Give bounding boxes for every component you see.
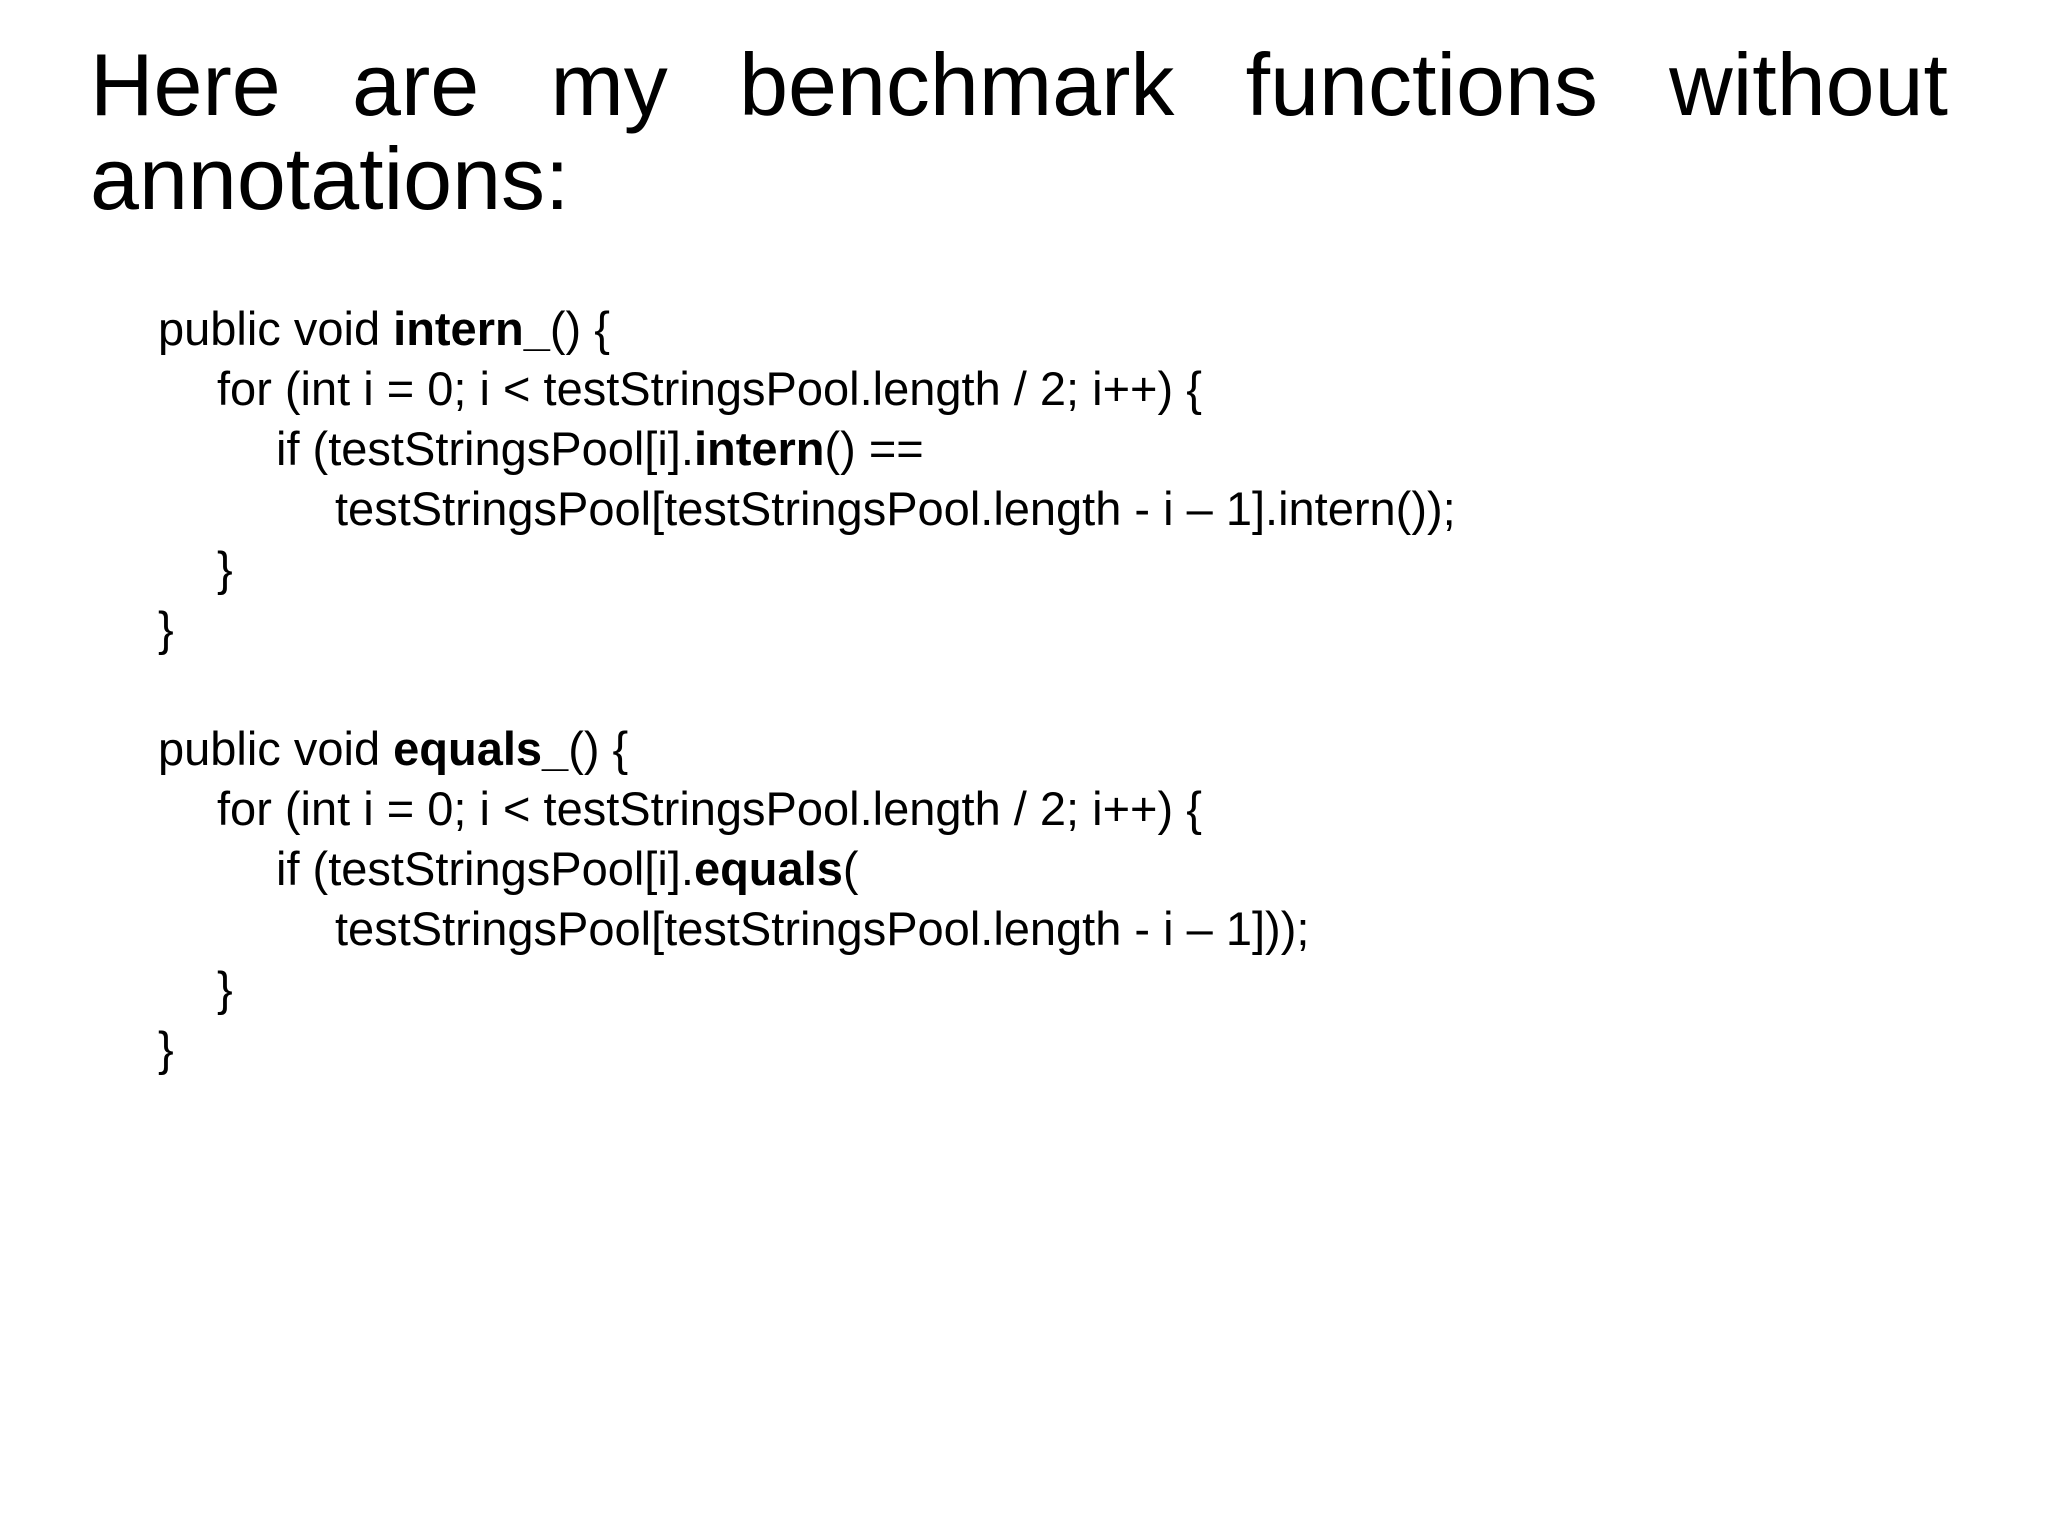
code-segment-bold: intern_ — [393, 302, 550, 355]
code-line: testStringsPool[testStringsPool.length -… — [158, 899, 1456, 959]
code-line: } — [158, 1019, 1456, 1079]
code-segment: for (int i = 0; i < testStringsPool.leng… — [217, 782, 1202, 835]
code-block-equals-benchmark: public void equals_() {for (int i = 0; i… — [158, 719, 1456, 1079]
code-segment: () { — [549, 302, 610, 355]
code-line: for (int i = 0; i < testStringsPool.leng… — [158, 779, 1456, 839]
code-segment-bold: equals_ — [393, 722, 569, 775]
code-line: } — [158, 959, 1456, 1019]
code-segment: if (testStringsPool[i]. — [276, 842, 694, 895]
code-segment: () { — [568, 722, 629, 775]
code-line: } — [158, 539, 1456, 599]
code-block-intern-benchmark: public void intern_() {for (int i = 0; i… — [158, 299, 1456, 659]
code-segment: public void — [158, 302, 394, 355]
code-line: testStringsPool[testStringsPool.length -… — [158, 479, 1456, 539]
code-line: } — [158, 599, 1456, 659]
title-line-2: annotations: — [90, 129, 570, 228]
code-segment: } — [158, 1022, 174, 1075]
code-segment: } — [217, 962, 233, 1015]
code-line: public void equals_() { — [158, 719, 1456, 779]
code-segment: } — [217, 542, 233, 595]
title-line-1: Here are my benchmark functions without — [90, 35, 1948, 134]
code-segment: testStringsPool[testStringsPool.length -… — [335, 482, 1456, 535]
code-segment: () == — [824, 422, 924, 475]
code-line: for (int i = 0; i < testStringsPool.leng… — [158, 359, 1456, 419]
code-segment-bold: equals — [693, 842, 843, 895]
code-segment: if (testStringsPool[i]. — [276, 422, 694, 475]
code-line: if (testStringsPool[i].equals( — [158, 839, 1456, 899]
code-segment: } — [158, 602, 174, 655]
code-segment-bold: intern — [693, 422, 825, 475]
code-segment: for (int i = 0; i < testStringsPool.leng… — [217, 362, 1202, 415]
code-line: if (testStringsPool[i].intern() == — [158, 419, 1456, 479]
code-segment: testStringsPool[testStringsPool.length -… — [335, 902, 1310, 955]
code-segment: public void — [158, 722, 394, 775]
code-segment: ( — [842, 842, 859, 895]
code-line: public void intern_() { — [158, 299, 1456, 359]
page-title: Here are my benchmark functions without … — [90, 38, 1948, 226]
code-blocks: public void intern_() {for (int i = 0; i… — [158, 299, 1456, 1079]
